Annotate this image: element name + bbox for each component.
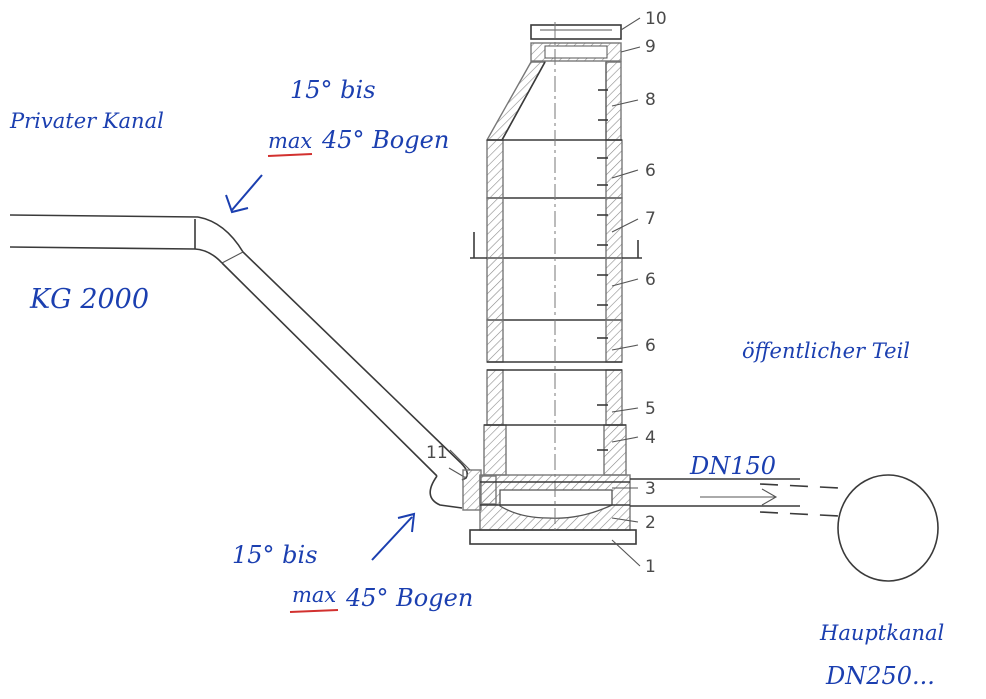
label-main-channel: Hauptkanal <box>819 621 944 645</box>
top-bend-arrow-icon <box>225 174 263 214</box>
part-number-5: 5 <box>645 399 656 419</box>
outgoing-pipe-dn150 <box>630 478 841 517</box>
part-number-9: 9 <box>645 37 656 57</box>
manhole-shaft <box>462 22 642 545</box>
label-dn250: DN250... <box>825 662 935 690</box>
top-bend-max-underline <box>267 153 313 157</box>
label-public-part: öffentlicher Teil <box>742 339 910 363</box>
part-number-7: 7 <box>645 209 656 229</box>
part-number-8: 8 <box>645 90 656 110</box>
label-bottom-bend-max: max <box>292 583 336 607</box>
part-number-2: 2 <box>645 513 656 533</box>
part-number-6-middle: 6 <box>645 270 656 290</box>
label-bottom-bend-line1: 15° bis <box>232 541 318 569</box>
part-leaders <box>449 17 641 567</box>
main-channel-pipe <box>837 474 939 582</box>
label-kg2000: KG 2000 <box>29 284 149 315</box>
part-number-6-top: 6 <box>645 161 656 181</box>
part-number-10: 10 <box>645 9 667 29</box>
part-number-6-lower: 6 <box>645 336 656 356</box>
part-number-3: 3 <box>645 479 656 499</box>
label-top-bend-rest: 45° Bogen <box>321 126 449 154</box>
label-top-bend-line1: 15° bis <box>290 76 376 104</box>
bottom-bend-max-underline <box>289 609 339 613</box>
label-bottom-bend-rest: 45° Bogen <box>345 584 473 612</box>
label-dn150: DN150 <box>689 452 776 480</box>
bottom-bend-arrow-icon <box>371 512 416 561</box>
label-private-channel: Privater Kanal <box>9 109 164 133</box>
part-number-4: 4 <box>645 428 656 448</box>
label-top-bend-max: max <box>268 129 312 153</box>
part-number-1: 1 <box>645 557 656 577</box>
part-number-11: 11 <box>426 443 448 463</box>
private-pipe <box>9 214 468 509</box>
